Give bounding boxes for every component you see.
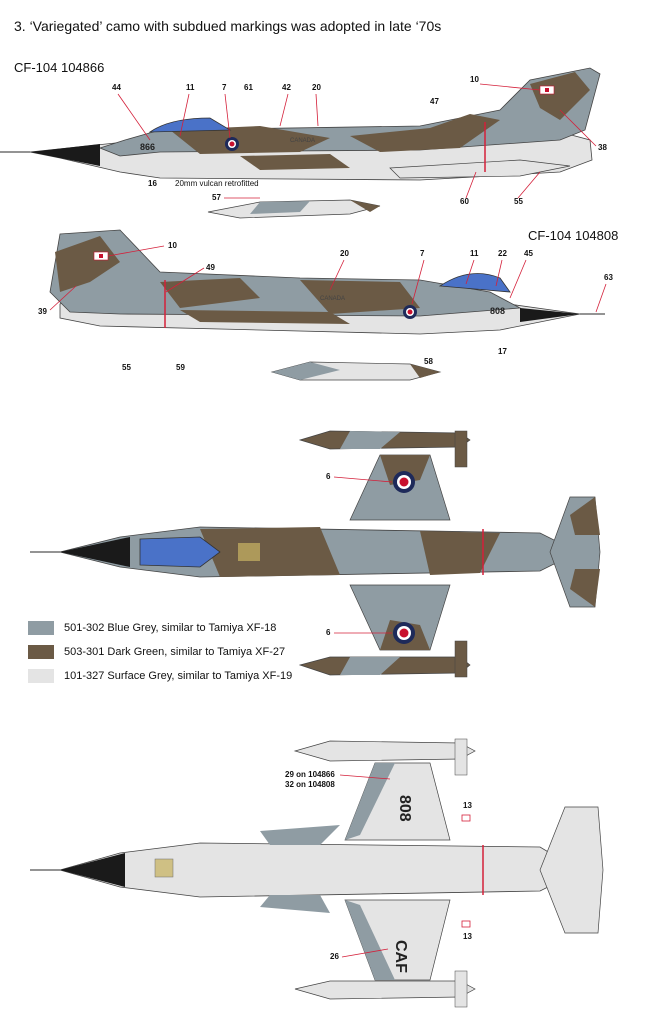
canada-text-1: CANADA (290, 138, 315, 144)
gun-note: 20mm vulcan retrofitted (175, 179, 259, 188)
swatch-blue-grey (28, 621, 54, 635)
svg-text:10: 10 (470, 75, 479, 84)
aircraft-label-2: CF-104 104808 (528, 228, 619, 243)
svg-text:49: 49 (206, 263, 215, 272)
svg-text:59: 59 (176, 363, 185, 372)
svg-text:11: 11 (470, 249, 479, 258)
caf-text: CAF (392, 940, 409, 973)
svg-text:61: 61 (244, 83, 253, 92)
svg-text:20: 20 (312, 83, 321, 92)
svg-text:47: 47 (430, 97, 439, 106)
aircraft-code-808: 808 (490, 306, 505, 316)
swatch-dark-green (28, 645, 54, 659)
legend-item-surface-grey: 101-327 Surface Grey, similar to Tamiya … (28, 668, 292, 684)
svg-text:42: 42 (282, 83, 291, 92)
side-view-104866: 866 CANADA 44 11 7 61 42 20 10 47 38 60 … (0, 67, 607, 206)
svg-text:60: 60 (460, 197, 469, 206)
aircraft-label-1: CF-104 104866 (14, 60, 105, 75)
callout-bottom-26: 26 (330, 952, 339, 961)
svg-text:38: 38 (598, 143, 607, 152)
callout-bottom-13a: 13 (463, 801, 472, 810)
side-view-104808: 808 CANADA 10 49 20 7 11 22 45 63 39 55 … (38, 229, 613, 372)
svg-text:44: 44 (112, 83, 121, 92)
svg-text:63: 63 (604, 273, 613, 282)
bottom-view: 808 CAF 29 on 104866 32 on 104808 13 13 … (30, 738, 604, 1008)
page-title: 3. ‘Variegated’ camo with subdued markin… (14, 18, 442, 34)
callout-top-6b: 6 (326, 628, 331, 637)
svg-text:16: 16 (148, 179, 157, 188)
top-view: 6 6 (30, 430, 601, 678)
callouts-side2: 10 49 20 7 11 22 45 63 39 55 59 17 (38, 241, 613, 372)
serial-note-1: 29 on 104866 (285, 770, 335, 779)
legend-item-dark-green: 503-301 Dark Green, similar to Tamiya XF… (28, 644, 285, 660)
svg-text:7: 7 (420, 249, 425, 258)
lower-code-808: 808 (396, 795, 413, 822)
svg-text:7: 7 (222, 83, 227, 92)
svg-text:55: 55 (514, 197, 523, 206)
svg-text:55: 55 (122, 363, 131, 372)
callout-bottom-13b: 13 (463, 932, 472, 941)
serial-note-2: 32 on 104808 (285, 780, 335, 789)
canada-text-2: CANADA (320, 296, 345, 302)
aircraft-code-866: 866 (140, 142, 155, 152)
swatch-surface-grey (28, 669, 54, 683)
pod-57: 57 (207, 193, 381, 219)
callouts-side1: 44 11 7 61 42 20 10 47 38 60 55 16 (112, 75, 607, 206)
legend-item-blue-grey: 501-302 Blue Grey, similar to Tamiya XF-… (28, 620, 276, 636)
svg-text:17: 17 (498, 347, 507, 356)
svg-text:39: 39 (38, 307, 47, 316)
svg-text:58: 58 (424, 357, 433, 366)
svg-text:11: 11 (186, 83, 195, 92)
svg-text:57: 57 (212, 193, 221, 202)
svg-text:45: 45 (524, 249, 533, 258)
pod-58: 58 (270, 357, 442, 381)
svg-text:10: 10 (168, 241, 177, 250)
callout-top-6a: 6 (326, 472, 331, 481)
svg-text:20: 20 (340, 249, 349, 258)
svg-text:22: 22 (498, 249, 507, 258)
